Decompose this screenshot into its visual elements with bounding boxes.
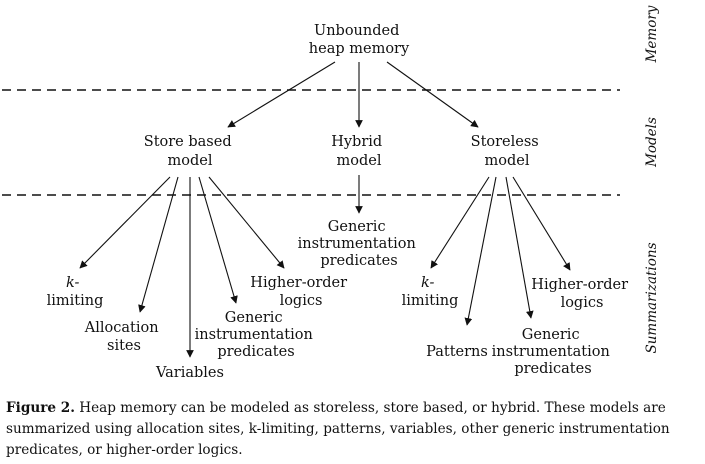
node-sb-allocation-sites-line: sites — [107, 338, 141, 354]
node-sl-higher-order-line: Higher-order — [531, 277, 628, 293]
node-store-based-line: Store based — [144, 134, 232, 150]
edge-sl-higher-order — [512, 176, 571, 271]
node-sl-k-limiting: k- limiting — [402, 275, 459, 309]
node-hybrid-model: Hybrid model — [331, 134, 387, 169]
node-sl-patterns-line: Patterns — [426, 344, 488, 360]
edge-sb-allocation-sites — [138, 176, 179, 313]
node-root-line: heap memory — [309, 41, 410, 57]
node-sb-variables-line: Variables — [155, 365, 224, 381]
node-storeless-line: model — [485, 153, 530, 169]
node-store-based-line: model — [168, 153, 213, 169]
node-sb-k-limiting: k- limiting — [47, 275, 104, 309]
figure-label: Figure 2. — [6, 400, 75, 416]
node-sb-generic-line: Generic — [225, 310, 283, 326]
node-sl-higher-order-line: logics — [561, 295, 604, 311]
node-sl-generic-line: instrumentation — [492, 344, 610, 360]
node-sb-higher-order-line: logics — [280, 293, 323, 309]
node-sl-higher-order-logics: Higher-order logics — [531, 277, 632, 311]
node-sl-generic-line: Generic — [522, 327, 580, 343]
figure-caption-text: Heap memory can be modeled as storeless,… — [6, 400, 670, 458]
node-sb-variables: Variables — [155, 365, 224, 381]
node-root: Unbounded heap memory — [309, 23, 410, 57]
node-sb-higher-order-logics: Higher-order logics — [250, 275, 351, 309]
heap-model-diagram: Memory Models Summarizations Unbounded h… — [2, 5, 660, 381]
level-label-summarizations: Summarizations — [644, 242, 660, 353]
edge-root-store-based — [227, 61, 336, 128]
node-sl-generic-predicates: Generic instrumentation predicates — [492, 327, 615, 377]
node-sb-k-limiting-line: k- — [66, 275, 80, 291]
level-label-models: Models — [644, 117, 660, 168]
node-sb-k-limiting-line: limiting — [47, 293, 104, 309]
edge-sb-generic — [198, 176, 238, 304]
figure-caption: Figure 2. Heap memory can be modeled as … — [6, 398, 700, 461]
node-hy-generic-line: instrumentation — [298, 236, 416, 252]
node-hybrid-line: model — [337, 153, 382, 169]
node-sl-k-limiting-line: limiting — [402, 293, 459, 309]
node-sb-higher-order-line: Higher-order — [250, 275, 347, 291]
level-label-memory: Memory — [644, 5, 660, 63]
edge-root-storeless — [386, 61, 479, 128]
node-sb-generic-predicates: Generic instrumentation predicates — [195, 310, 318, 360]
node-storeless-model: Storeless model — [471, 134, 544, 169]
node-sl-patterns: Patterns — [426, 344, 488, 360]
node-sl-generic-line: predicates — [514, 361, 591, 377]
node-hy-generic-predicates: Generic instrumentation predicates — [298, 219, 421, 269]
edge-sl-k-limiting — [430, 176, 490, 269]
node-storeless-line: Storeless — [471, 134, 539, 150]
node-store-based-model: Store based model — [144, 134, 236, 169]
node-sb-allocation-sites: Allocation sites — [84, 320, 163, 354]
node-hybrid-line: Hybrid — [331, 134, 382, 150]
node-hy-generic-line: Generic — [328, 219, 386, 235]
edge-sb-k-limiting — [79, 176, 171, 269]
node-sb-generic-line: predicates — [217, 344, 294, 360]
node-root-line: Unbounded — [314, 23, 399, 39]
node-sl-k-limiting-line: k- — [421, 275, 435, 291]
edge-sb-higher-order — [208, 176, 285, 269]
edge-sl-generic — [505, 176, 534, 319]
node-sb-generic-line: instrumentation — [195, 327, 313, 343]
node-hy-generic-line: predicates — [320, 253, 397, 269]
edge-sl-patterns — [464, 176, 497, 326]
node-sb-allocation-sites-line: Allocation — [84, 320, 159, 336]
